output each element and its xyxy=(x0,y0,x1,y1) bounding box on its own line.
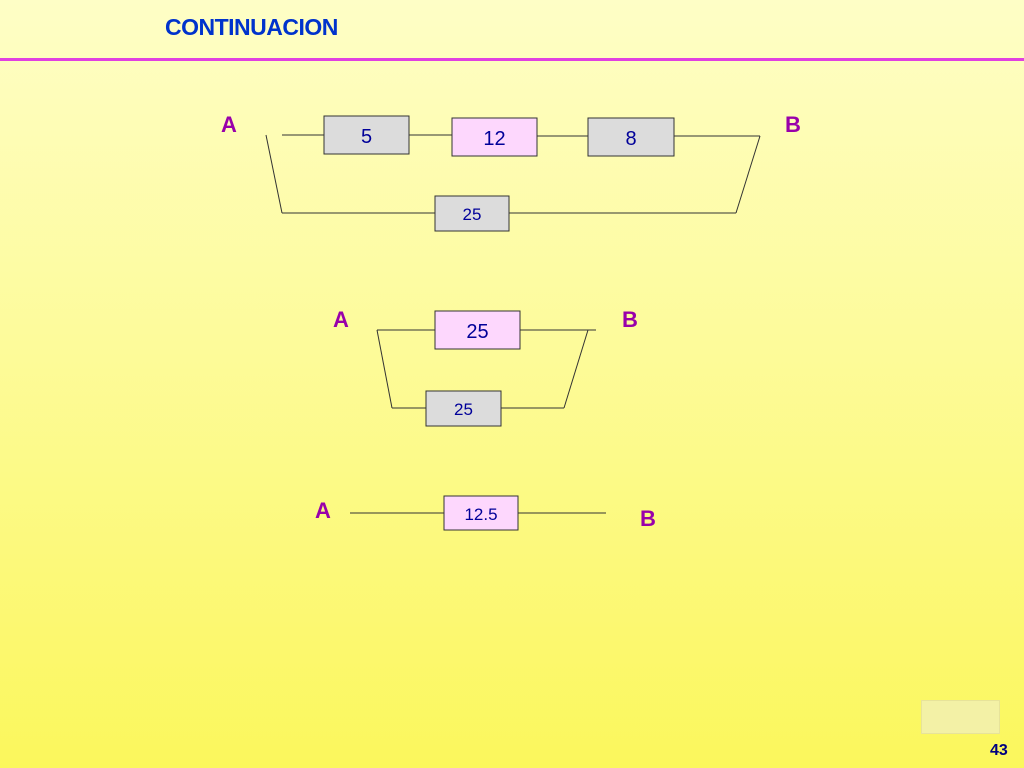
circuit-3: A B 12.5 xyxy=(315,495,656,531)
circuit-1-wires xyxy=(265,134,761,214)
resistor-value: 25 xyxy=(466,321,488,343)
page-number: 43 xyxy=(990,742,1008,759)
resistor-value: 25 xyxy=(454,400,473,419)
resistor-value: 12 xyxy=(483,128,505,150)
circuit-1-resistor-3: 8 xyxy=(587,117,675,157)
resistor-value: 12.5 xyxy=(464,505,497,524)
resistor-value: 8 xyxy=(625,128,636,150)
title-divider xyxy=(0,58,1024,61)
resistor-value: 25 xyxy=(463,205,482,224)
circuit-1-resistor-2: 12 xyxy=(451,117,538,157)
circuit-2-wires xyxy=(376,329,596,409)
circuit-1-resistor-4: 25 xyxy=(434,195,510,232)
resistor-value: 5 xyxy=(361,126,372,148)
circuit-2-node-b: B xyxy=(622,307,638,332)
slide-title: CONTINUACION xyxy=(165,14,338,40)
circuit-2-resistor-2: 25 xyxy=(425,390,502,427)
circuit-1-node-a: A xyxy=(221,112,237,137)
circuit-2: A B 25 25 xyxy=(333,307,638,427)
navigation-button[interactable] xyxy=(921,700,1000,734)
circuit-1-node-b: B xyxy=(785,112,801,137)
circuit-1-resistor-1: 5 xyxy=(323,115,410,155)
circuit-3-node-b: B xyxy=(640,506,656,531)
circuit-3-resistor-1: 12.5 xyxy=(443,495,519,531)
circuit-2-node-a: A xyxy=(333,307,349,332)
circuit-1: A B 5 12 8 25 xyxy=(221,112,801,232)
circuit-3-node-a: A xyxy=(315,498,331,523)
circuit-2-resistor-1: 25 xyxy=(434,310,521,350)
